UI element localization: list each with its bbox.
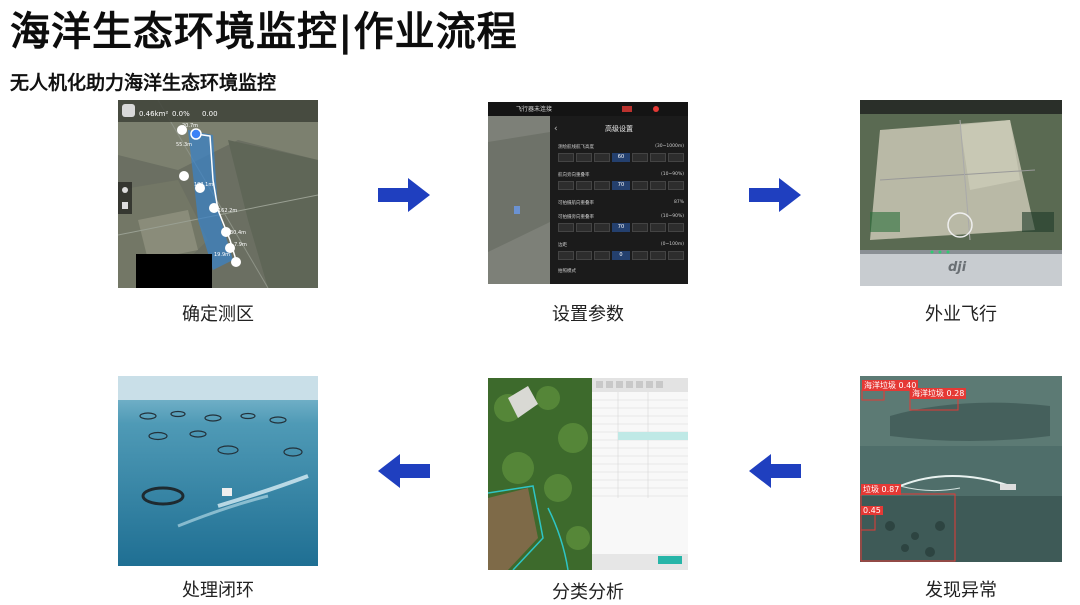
page-title: 海洋生态环境监控|作业流程 <box>10 8 518 56</box>
settings-screenshot: 飞行器未连接 ‹ 高级设置 测绘航线航飞高度 (30~1000m) 60 航向旁… <box>488 102 688 284</box>
survey-map-screenshot: 0.46km² 0.0% 0.00 20.7m 55.3m 102.1m 162… <box>118 100 318 288</box>
step-set-parameters: 飞行器未连接 ‹ 高级设置 测绘航线航飞高度 (30~1000m) 60 航向旁… <box>488 102 688 330</box>
step-detect-anomaly: 海洋垃圾 0.40 海洋垃圾 0.28 垃圾 0.87 0.45 发现异常 <box>860 376 1062 605</box>
map-stat-value: 0.00 <box>202 110 218 118</box>
step-close-loop: 处理闭环 <box>118 376 318 605</box>
settings-row: 可拍摄航向重叠率 87% <box>558 200 684 206</box>
step-field-flight: dji 外业飞行 <box>860 100 1062 330</box>
gis-analysis-screenshot <box>488 378 688 570</box>
settings-stepper[interactable]: 0 <box>558 251 684 260</box>
settings-row: 可拍摄旁向重叠率 (10~90%) 70 <box>558 214 684 232</box>
settings-row-value: 60 <box>612 153 630 162</box>
settings-stepper[interactable]: 70 <box>558 223 684 232</box>
step-label: 设置参数 <box>488 300 688 326</box>
flight-controller-photo: dji <box>860 100 1062 286</box>
route-label: 30.4m <box>230 230 246 236</box>
detection-label: 0.45 <box>861 506 883 515</box>
settings-row-value: 87% <box>674 200 684 206</box>
map-stat-progress: 0.0% <box>172 110 190 118</box>
step-label: 发现异常 <box>860 576 1062 602</box>
route-label: 55.3m <box>176 142 192 148</box>
step-label: 分类分析 <box>488 578 688 604</box>
route-label: 20.7m <box>182 123 198 129</box>
arrow-left-icon <box>749 454 801 488</box>
settings-stepper[interactable]: 70 <box>558 181 684 190</box>
step-label: 处理闭环 <box>118 576 318 602</box>
detection-label: 海洋垃圾 0.28 <box>910 388 966 399</box>
settings-row-range: (30~1000m) <box>655 144 684 150</box>
arrow-right-icon <box>378 178 430 212</box>
settings-row-name: 航向旁向重叠率 <box>558 172 590 178</box>
settings-row-name: 拍照模式 <box>558 268 576 274</box>
step-classify-analyze: 分类分析 <box>488 378 688 605</box>
step-label: 确定测区 <box>118 300 318 326</box>
settings-row-name: 可拍摄航向重叠率 <box>558 200 594 206</box>
detection-photo: 海洋垃圾 0.40 海洋垃圾 0.28 垃圾 0.87 0.45 <box>860 376 1062 562</box>
settings-row-name: 边距 <box>558 242 567 248</box>
settings-row-value: 0 <box>612 251 630 260</box>
route-label: 7.9m <box>234 242 247 248</box>
dji-logo: dji <box>948 260 966 275</box>
settings-row: 测绘航线航飞高度 (30~1000m) 60 <box>558 144 684 162</box>
arrow-right-icon <box>749 178 801 212</box>
settings-row: 边距 (0~100m) 0 <box>558 242 684 260</box>
route-label: 19.9m <box>214 252 230 258</box>
arrow-left-icon <box>378 454 430 488</box>
detection-label: 垃圾 0.87 <box>861 484 901 495</box>
settings-row-value: 70 <box>612 181 630 190</box>
settings-row-range: (10~90%) <box>661 172 684 178</box>
aquaculture-sea-photo <box>118 376 318 566</box>
map-stat-area: 0.46km² <box>139 110 168 118</box>
route-label: 102.1m <box>194 182 213 188</box>
step-label: 外业飞行 <box>860 300 1062 326</box>
settings-row-name: 可拍摄旁向重叠率 <box>558 214 594 220</box>
settings-row-range: (0~100m) <box>661 242 684 248</box>
page-subtitle: 无人机化助力海洋生态环境监控 <box>10 68 276 95</box>
drone-status-title: 飞行器未连接 <box>516 104 552 113</box>
settings-stepper[interactable]: 60 <box>558 153 684 162</box>
settings-row-value: 70 <box>612 223 630 232</box>
settings-row-name: 测绘航线航飞高度 <box>558 144 594 150</box>
step-survey-area: 0.46km² 0.0% 0.00 20.7m 55.3m 102.1m 162… <box>118 100 318 330</box>
settings-row-range: (10~90%) <box>661 214 684 220</box>
route-label: 162.2m <box>218 208 237 214</box>
settings-row: 航向旁向重叠率 (10~90%) 70 <box>558 172 684 190</box>
map-image <box>118 100 318 288</box>
settings-panel-title: 高级设置 <box>550 124 688 134</box>
